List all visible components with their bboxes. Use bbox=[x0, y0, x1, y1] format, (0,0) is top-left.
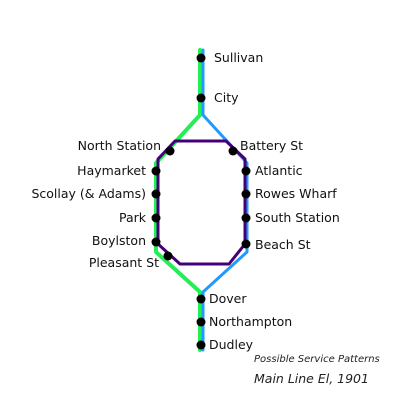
station-dot-rowes-wharf[interactable] bbox=[241, 189, 251, 199]
map-caption: Possible Service Patterns Main Line El, … bbox=[254, 354, 380, 386]
station-dot-city[interactable] bbox=[196, 93, 206, 103]
caption-subtitle: Possible Service Patterns bbox=[254, 354, 380, 365]
station-dot-sullivan[interactable] bbox=[196, 53, 206, 63]
label-city: City bbox=[214, 90, 239, 105]
station-dot-pleasant-st[interactable] bbox=[163, 251, 173, 261]
label-dover: Dover bbox=[209, 291, 247, 306]
station-dot-dudley[interactable] bbox=[196, 340, 206, 350]
station-dot-scollay[interactable] bbox=[151, 189, 161, 199]
label-haymarket: Haymarket bbox=[77, 163, 146, 178]
label-boylston: Boylston bbox=[92, 233, 146, 248]
label-south-station: South Station bbox=[255, 210, 340, 225]
station-dot-boylston[interactable] bbox=[151, 237, 161, 247]
station-dot-haymarket[interactable] bbox=[151, 166, 161, 176]
station-dot-dover[interactable] bbox=[196, 294, 206, 304]
label-rowes-wharf: Rowes Wharf bbox=[255, 186, 337, 201]
station-dot-atlantic[interactable] bbox=[241, 166, 251, 176]
caption-title: Main Line El, 1901 bbox=[254, 371, 369, 386]
purple-loop-line bbox=[156, 139, 247, 266]
station-dot-beach-st[interactable] bbox=[241, 239, 251, 249]
station-dots bbox=[151, 53, 251, 350]
station-dot-park[interactable] bbox=[151, 213, 161, 223]
label-atlantic: Atlantic bbox=[255, 163, 303, 178]
label-pleasant-st: Pleasant St bbox=[89, 255, 159, 270]
label-sullivan: Sullivan bbox=[214, 50, 263, 65]
label-dudley: Dudley bbox=[209, 337, 254, 352]
label-scollay: Scollay (& Adams) bbox=[31, 186, 146, 201]
station-dot-northampton[interactable] bbox=[196, 317, 206, 327]
station-dot-battery-st[interactable] bbox=[228, 146, 238, 156]
station-dot-north-station[interactable] bbox=[165, 146, 175, 156]
label-park: Park bbox=[119, 210, 147, 225]
station-dot-south-station[interactable] bbox=[241, 213, 251, 223]
green-route-line bbox=[154, 48, 202, 352]
label-northampton: Northampton bbox=[209, 314, 292, 329]
label-north-station: North Station bbox=[78, 138, 161, 153]
station-labels: Sullivan City North Station Haymarket Sc… bbox=[31, 50, 339, 352]
label-beach-st: Beach St bbox=[255, 237, 311, 252]
label-battery-st: Battery St bbox=[240, 138, 303, 153]
